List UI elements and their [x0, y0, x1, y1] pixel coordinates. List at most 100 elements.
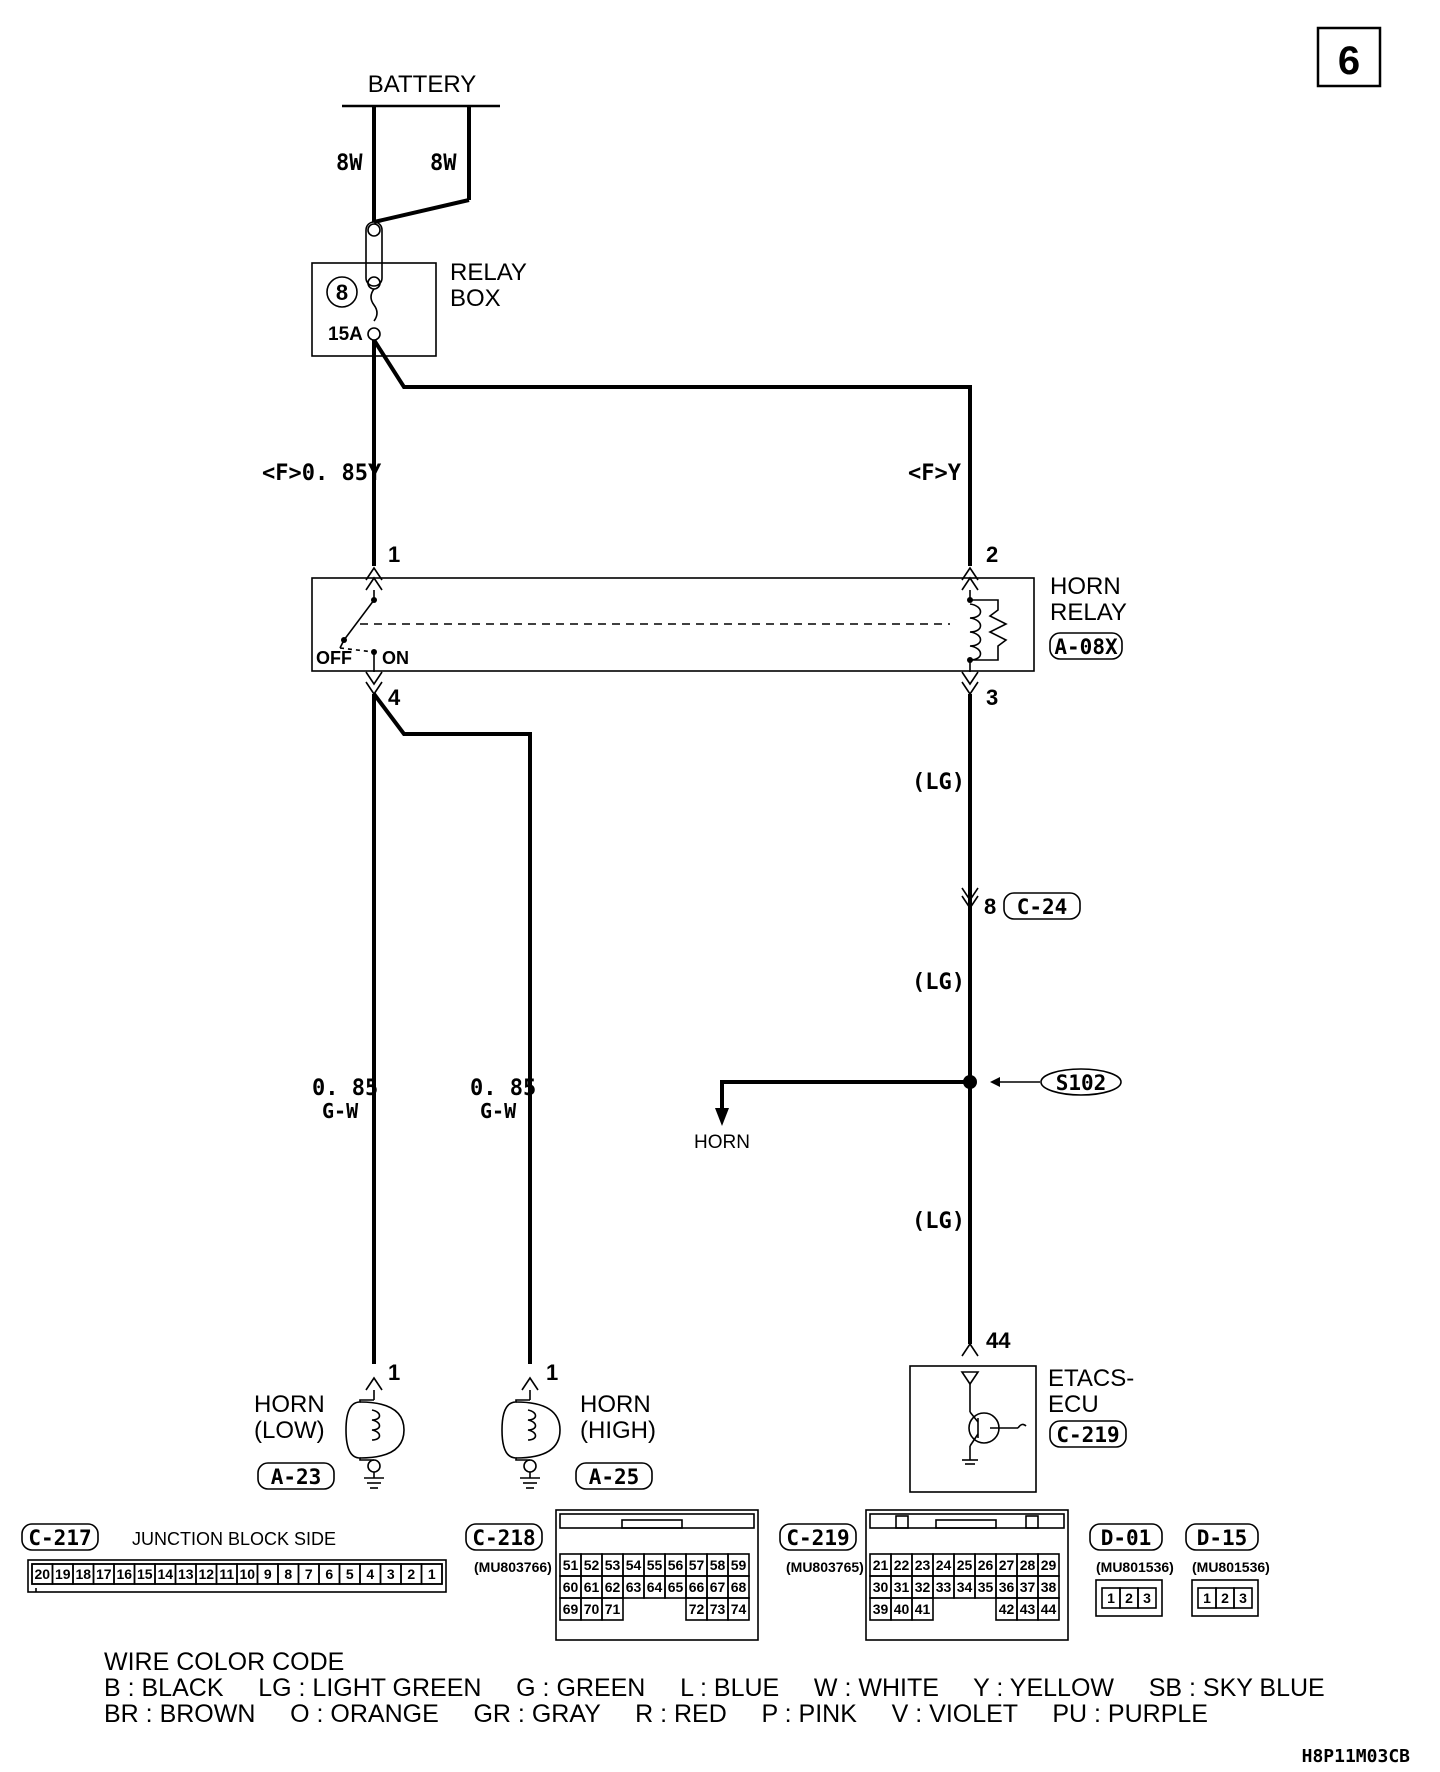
d15-pin: 1: [1203, 1590, 1211, 1606]
c218-pin: 58: [710, 1557, 726, 1573]
c219-pin: 25: [957, 1557, 973, 1573]
c218-pin: 53: [605, 1557, 621, 1573]
horn-relay-connector: A-08X: [1054, 635, 1118, 659]
c219-pin: 41: [915, 1601, 931, 1617]
d01-pin: 3: [1143, 1590, 1151, 1606]
c218-pin: 67: [710, 1579, 726, 1595]
c218-pin: 57: [689, 1557, 705, 1573]
horn-high: 1 HORN (HIGH) A-25: [501, 1360, 656, 1490]
c217-desc: JUNCTION BLOCK SIDE: [132, 1529, 336, 1549]
relay-coil: [969, 603, 982, 661]
wire-lg-3: (LG): [912, 1209, 965, 1234]
d15-part: (MU801536): [1192, 1559, 1270, 1575]
wire-lg-2: (LG): [912, 970, 965, 995]
c218-pin-cell: [601, 1597, 624, 1621]
c218-pin: 71: [605, 1601, 621, 1617]
c217-pin: 18: [75, 1566, 91, 1582]
etacs-wiring: (LG) 8 C-24 (LG) HORN S102 (LG) 44: [694, 694, 1122, 1357]
wire-color-code-line1: B : BLACK LG : LIGHT GREEN G : GREEN L :…: [104, 1674, 1325, 1702]
c219-name: C-219: [786, 1526, 849, 1550]
d01-pin: 1: [1107, 1590, 1115, 1606]
c219-pin: 37: [1020, 1579, 1036, 1595]
etacs-pin: 44: [986, 1328, 1011, 1353]
relay-box-label-1: RELAY: [450, 259, 527, 286]
joint-connector: C-24: [1017, 895, 1068, 919]
c218-pin: 55: [647, 1557, 663, 1573]
c219-pin: 42: [999, 1601, 1015, 1617]
horn-relay-label-1: HORN: [1050, 573, 1121, 600]
horn-relay-label-2: RELAY: [1050, 599, 1127, 626]
c217-pin: 11: [219, 1566, 234, 1582]
c219-pin: 28: [1020, 1557, 1036, 1573]
c217-pin: 7: [305, 1566, 313, 1582]
wire-color-code-title: WIRE COLOR CODE: [104, 1648, 344, 1676]
c218-pin: 72: [689, 1601, 705, 1617]
relay-pin-2: 2: [986, 542, 998, 567]
horn-low-label-1: HORN: [254, 1391, 325, 1418]
c218-pin: 68: [731, 1579, 747, 1595]
c218-pin: 54: [626, 1557, 642, 1573]
c219-pin: 36: [999, 1579, 1015, 1595]
battery: BATTERY 8W 8W: [336, 71, 500, 224]
relay-switch-arm: [343, 599, 375, 641]
fuse-element: [365, 221, 383, 287]
c217-pin: 4: [366, 1566, 374, 1582]
battery-wire-left: 8W: [336, 151, 363, 176]
c218-pin: 60: [563, 1579, 579, 1595]
c219-pin: 44: [1041, 1601, 1057, 1617]
c219-pin: 38: [1041, 1579, 1057, 1595]
c217-pin: 14: [157, 1566, 173, 1582]
c218-pin: 52: [584, 1557, 600, 1573]
c219-pin: 22: [894, 1557, 910, 1573]
c218-pin: 73: [710, 1601, 726, 1617]
d15-name: D-15: [1197, 1526, 1248, 1550]
battery-label: BATTERY: [368, 71, 476, 98]
horn-high-label-1: HORN: [580, 1391, 651, 1418]
c218-pin: 69: [563, 1601, 579, 1617]
horn-high-connector: A-25: [589, 1465, 640, 1489]
d01-pin: 2: [1125, 1590, 1133, 1606]
etacs-ecu: ETACS- ECU C-219: [909, 1365, 1134, 1493]
c218-pin: 59: [731, 1557, 747, 1573]
horn-branch-arrow: [715, 1108, 729, 1126]
c217-pin: 9: [264, 1566, 272, 1582]
c218-pin: 56: [668, 1557, 684, 1573]
c219-pin: 39: [873, 1601, 889, 1617]
c219-pin: 35: [978, 1579, 994, 1595]
c219-part: (MU803765): [786, 1559, 864, 1575]
relay-pin-4: 4: [388, 685, 401, 710]
c217-pin: 12: [198, 1566, 214, 1582]
c218-pin: 65: [668, 1579, 684, 1595]
c217-pin: 6: [325, 1566, 333, 1582]
fuse-rating: 15A: [328, 324, 363, 345]
horn-high-pin: 1: [546, 1360, 558, 1385]
c219-pin: 43: [1020, 1601, 1036, 1617]
etacs-label-2: ECU: [1048, 1391, 1099, 1418]
c217-pin: 20: [34, 1566, 50, 1582]
c219-pin: 29: [1041, 1557, 1057, 1573]
c217-pin: 8: [284, 1566, 292, 1582]
c219-pin: 27: [999, 1557, 1015, 1573]
c217-pin: 3: [387, 1566, 395, 1582]
fuse-number: 8: [336, 280, 348, 305]
c219-pin-cell: [911, 1597, 934, 1621]
c217-pin: 1: [428, 1566, 436, 1582]
c219-pin: 33: [936, 1579, 952, 1595]
c217-pin: 13: [178, 1566, 194, 1582]
horn-high-label-2: (HIGH): [580, 1417, 656, 1444]
d15-pin-cell: [1233, 1587, 1253, 1609]
c219-pin: 23: [915, 1557, 931, 1573]
c218-pin: 62: [605, 1579, 621, 1595]
wire-right-main: <F>Y: [908, 461, 962, 486]
etacs-connector: C-219: [1056, 1423, 1119, 1447]
main-wiring: <F>0. 85Y <F>Y: [262, 338, 972, 566]
c219-pin-cell: [1037, 1597, 1060, 1621]
relay-resistor: [970, 599, 1008, 661]
c219-pin: 30: [873, 1579, 889, 1595]
